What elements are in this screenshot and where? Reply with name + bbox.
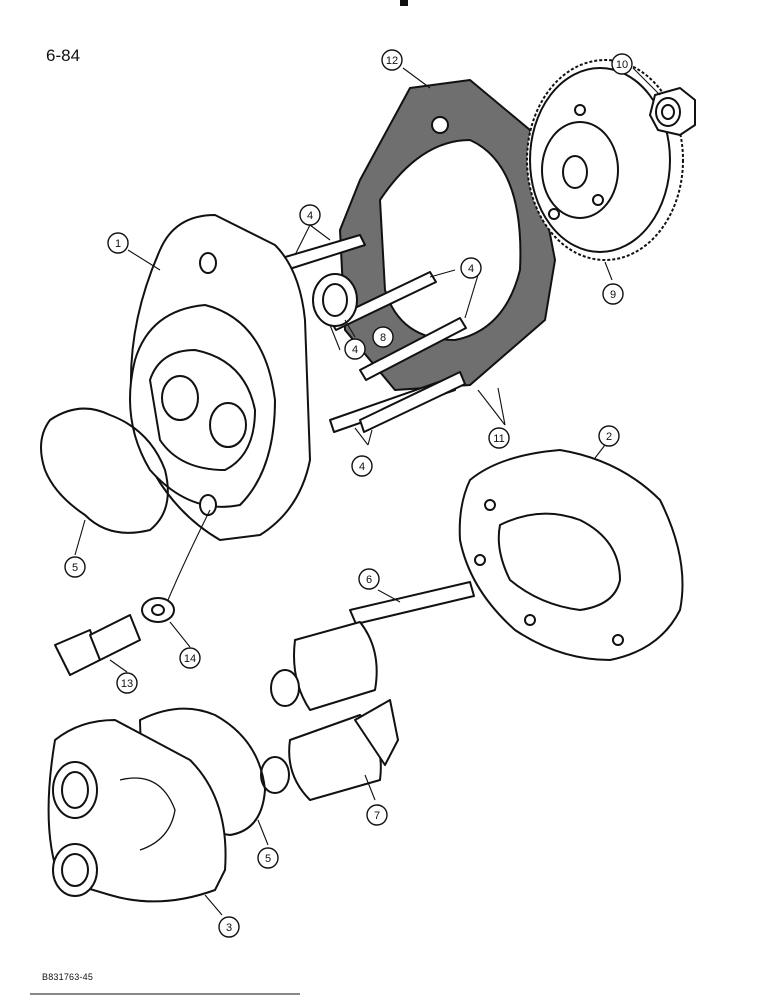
- callout-10: 10: [611, 53, 633, 75]
- svg-text:13: 13: [121, 678, 133, 690]
- svg-text:11: 11: [493, 433, 504, 445]
- drive-shaft-gear: [270, 581, 475, 711]
- o-ring-upper: [40, 407, 169, 534]
- svg-text:5: 5: [265, 853, 271, 865]
- washer: [141, 597, 175, 623]
- svg-text:9: 9: [610, 289, 616, 301]
- svg-text:1: 1: [115, 238, 121, 250]
- svg-text:5: 5: [72, 562, 78, 574]
- callout-4-top: 4: [299, 204, 321, 226]
- svg-text:3: 3: [226, 922, 232, 934]
- svg-text:2: 2: [606, 431, 612, 443]
- callout-8: 8: [372, 326, 394, 348]
- figure-code: B831763-45: [42, 972, 94, 982]
- svg-text:4: 4: [468, 263, 474, 275]
- callout-4-mid: 4: [344, 338, 366, 360]
- studs: [274, 234, 467, 433]
- pump-housing: [129, 214, 311, 541]
- pump-body: [458, 449, 684, 661]
- shaft-seal: [312, 273, 358, 327]
- callout-12: 12: [381, 49, 403, 71]
- gasket-plate: [339, 79, 556, 391]
- svg-text:4: 4: [359, 461, 365, 473]
- callout-4-right: 4: [460, 257, 482, 279]
- callout-11: 11: [488, 427, 510, 449]
- callout-2: 2: [598, 425, 620, 447]
- svg-text:14: 14: [184, 653, 196, 665]
- callout-3: 3: [218, 916, 240, 938]
- driven-gear: [260, 699, 399, 801]
- svg-text:4: 4: [307, 210, 313, 222]
- callout-5-lower: 5: [257, 847, 279, 869]
- svg-text:8: 8: [380, 332, 386, 344]
- pump-cover: [47, 719, 227, 903]
- callout-4-bottom: 4: [351, 455, 373, 477]
- callout-5-upper: 5: [64, 556, 86, 578]
- svg-text:12: 12: [386, 55, 398, 67]
- callout-13: 13: [116, 672, 138, 694]
- svg-text:4: 4: [352, 344, 358, 356]
- callout-6: 6: [358, 568, 380, 590]
- callout-14: 14: [179, 647, 201, 669]
- svg-text:10: 10: [616, 59, 628, 71]
- svg-text:6: 6: [366, 574, 372, 586]
- drive-gear: [526, 59, 684, 261]
- page-number: 6-84: [46, 46, 81, 65]
- svg-text:7: 7: [374, 810, 380, 822]
- leader-lines: [74, 67, 661, 916]
- callout-9: 9: [602, 283, 624, 305]
- callout-1: 1: [107, 232, 129, 254]
- callout-7: 7: [366, 804, 388, 826]
- hex-nut: [649, 87, 696, 136]
- bolt: [54, 614, 141, 676]
